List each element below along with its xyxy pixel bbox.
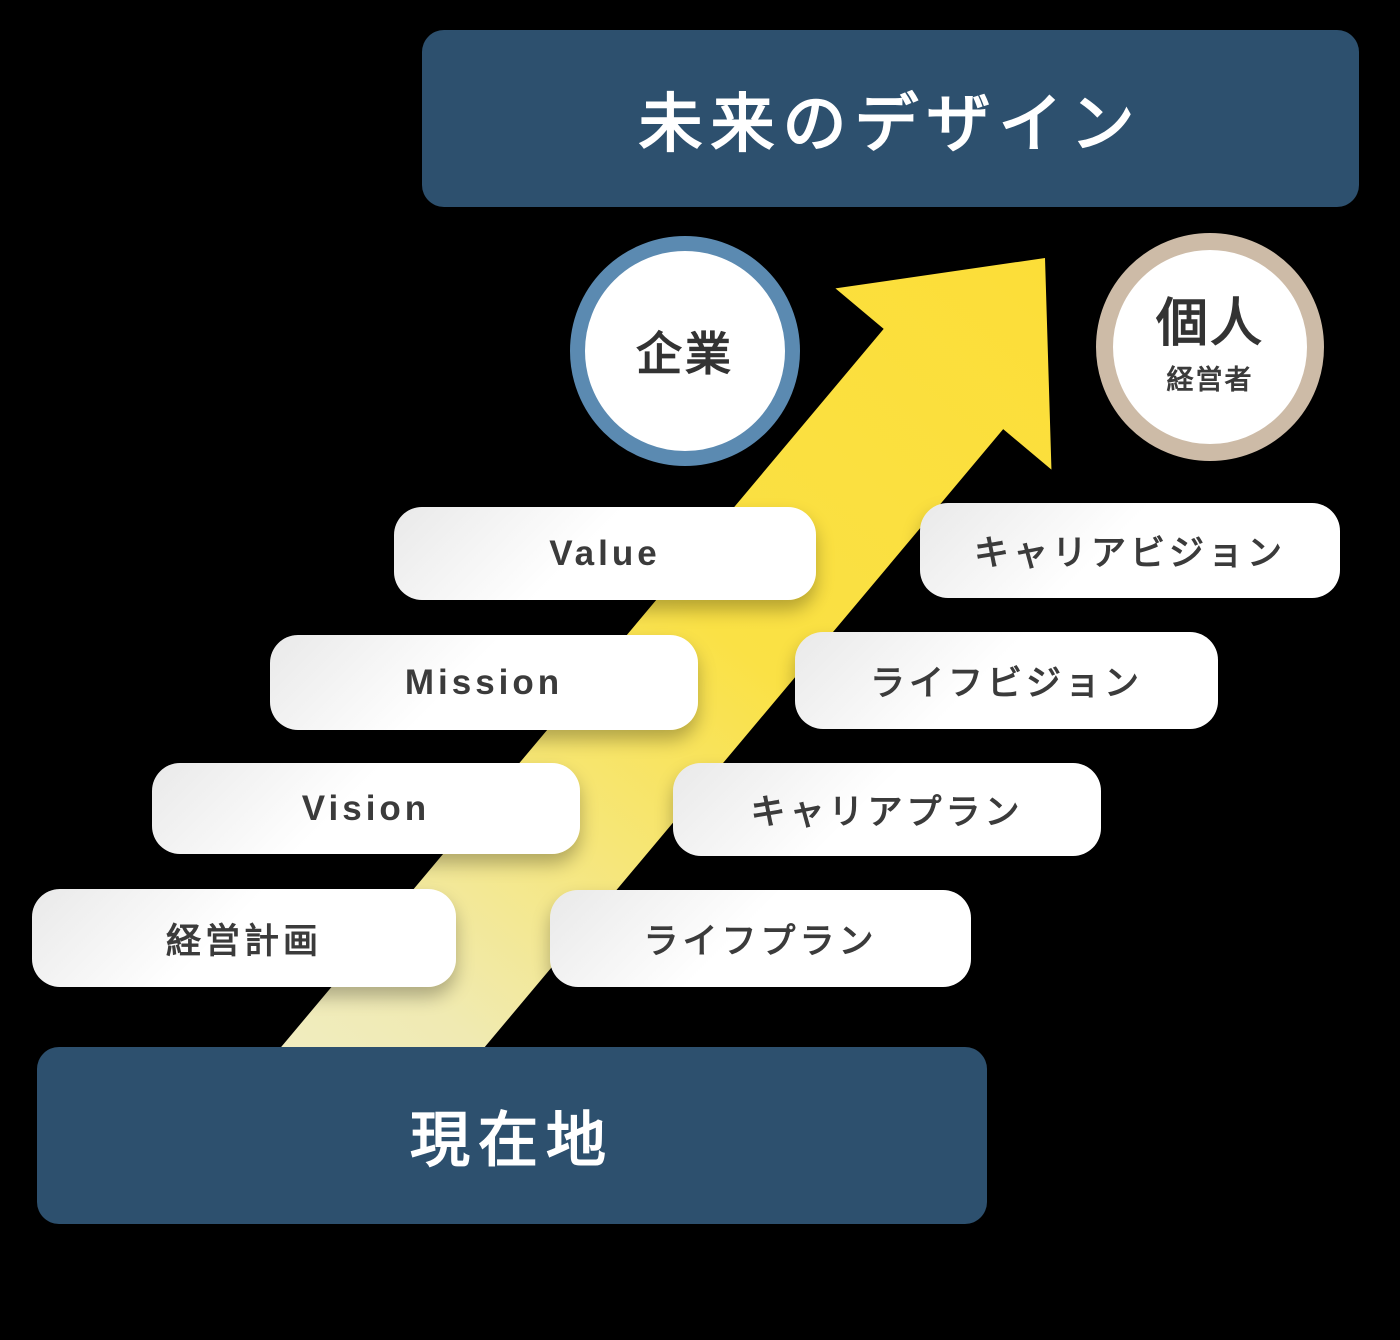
step-career-plan: キャリアプラン	[673, 763, 1101, 856]
step-mission-label: Mission	[404, 662, 564, 702]
individual-circle: 個人 経営者	[1096, 233, 1324, 461]
step-life-vision: ライフビジョン	[795, 632, 1218, 729]
step-career-vision-label: キャリアビジョン	[973, 534, 1286, 573]
company-label: 企業	[636, 328, 734, 380]
current-location-banner: 現在地	[37, 1047, 987, 1224]
step-life-plan-label: ライフプラン	[643, 922, 878, 961]
company-circle: 企業	[570, 236, 800, 466]
step-vision: Vision	[152, 763, 580, 854]
step-value: Value	[394, 507, 816, 600]
step-management-plan: 経営計画	[32, 889, 456, 987]
individual-label: 個人	[1155, 295, 1264, 354]
current-location-label: 現在地	[410, 1107, 614, 1174]
future-design-label: 未来のデザイン	[638, 87, 1143, 160]
individual-sublabel: 経営者	[1166, 364, 1254, 395]
future-design-banner: 未来のデザイン	[422, 30, 1359, 207]
step-career-vision: キャリアビジョン	[920, 503, 1340, 598]
step-life-plan: ライフプラン	[550, 890, 971, 987]
step-vision-label: Vision	[301, 788, 431, 828]
step-value-label: Value	[549, 533, 661, 573]
step-career-plan-label: キャリアプラン	[750, 793, 1024, 832]
step-mission: Mission	[270, 635, 698, 730]
step-life-vision-label: ライフビジョン	[869, 664, 1143, 703]
step-management-plan-label: 経営計画	[165, 921, 322, 961]
